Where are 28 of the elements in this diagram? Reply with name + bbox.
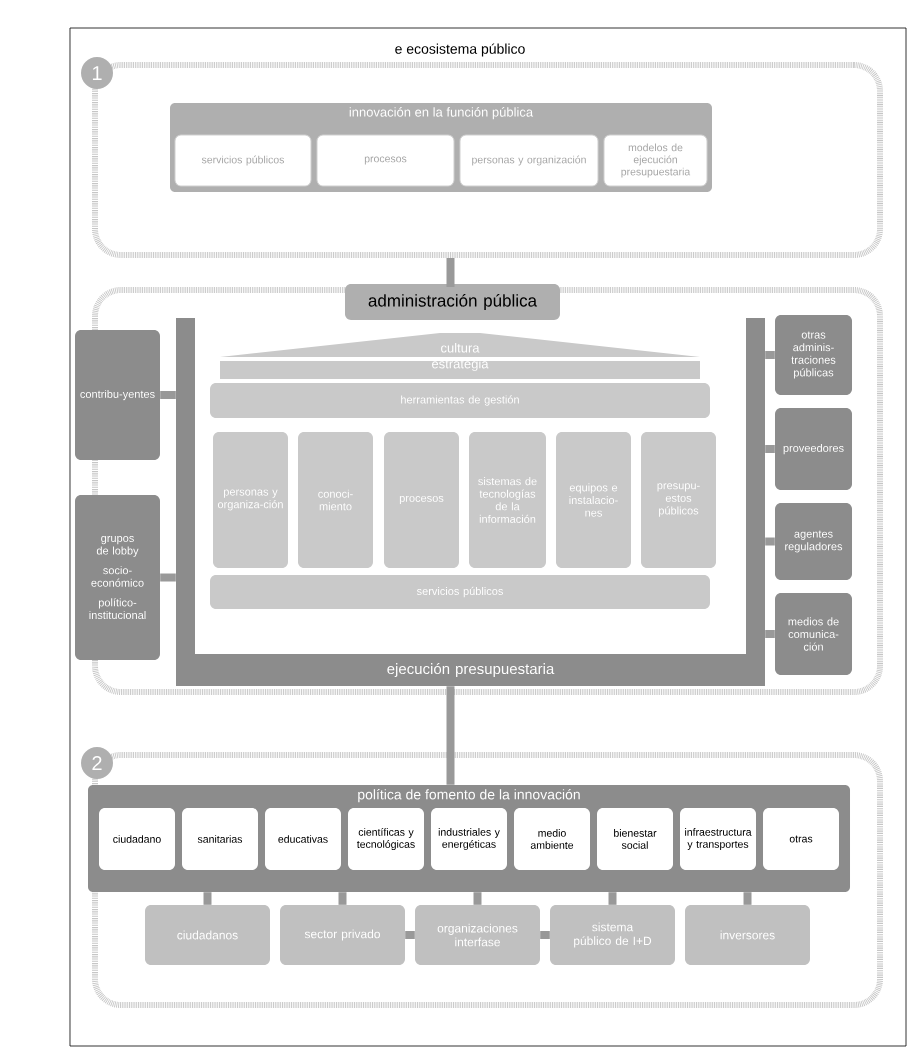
title: e ecosistema público — [395, 43, 525, 57]
actor-box: inversores — [685, 905, 810, 965]
category-box: bienestar social — [597, 808, 673, 870]
category-box: ciudadano — [99, 808, 175, 870]
number-badge: 2 — [81, 747, 113, 779]
actor-box: organizaciones interfase — [415, 905, 540, 965]
category-box: sanitarias — [182, 808, 258, 870]
actor-box: grupos de lobby socio-económico político-institucional — [75, 495, 160, 660]
actor-box: sistema público de I+D — [550, 905, 675, 965]
actor-box: contribu-yentes — [75, 330, 160, 460]
category-box: científicas y tecnológicas — [348, 808, 424, 870]
category-box: industriales y energéticas — [431, 808, 507, 870]
category-box: medio ambiente — [514, 808, 590, 870]
item-box: servicios públicos — [174, 134, 312, 187]
actor-box: medios de comunica-ción — [775, 593, 852, 675]
actor-box: agentes reguladores — [775, 503, 852, 580]
category-box: infraestructura y transportes — [680, 808, 756, 870]
actor-box: sector privado — [280, 905, 405, 965]
category-box: educativas — [265, 808, 341, 870]
actor-box: proveedores — [775, 408, 852, 490]
category-box: otras — [763, 808, 839, 870]
title-box: administración pública — [345, 284, 560, 320]
item-box: personas y organización — [459, 134, 599, 187]
number-badge: 1 — [81, 57, 113, 89]
actor-box: ciudadanos — [145, 905, 270, 965]
item-box: modelos de ejecución presupuestaria — [603, 134, 708, 187]
actor-box: otras adminis-traciones públicas — [775, 315, 852, 395]
item-box: procesos — [316, 134, 455, 187]
